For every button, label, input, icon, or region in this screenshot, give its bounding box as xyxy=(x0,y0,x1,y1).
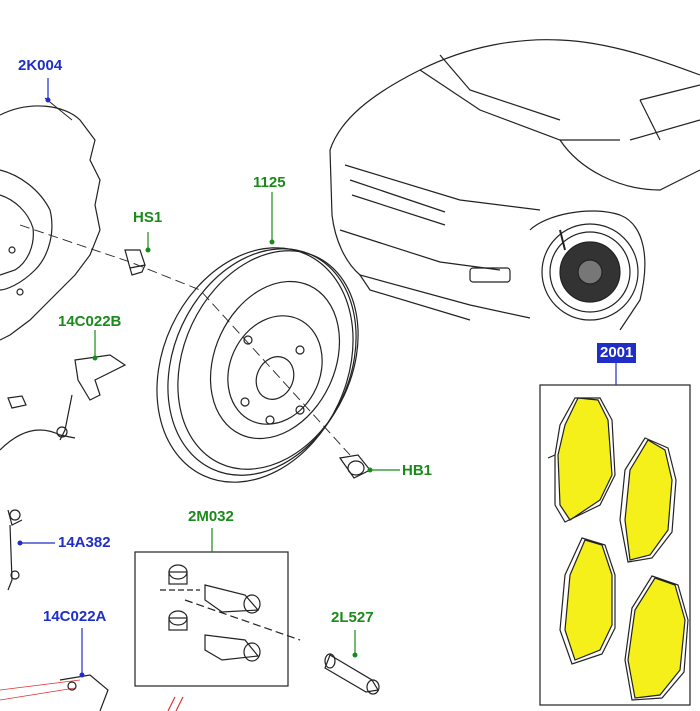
bracket-14c022b-illustration xyxy=(56,354,127,441)
callout-14a382[interactable]: 14A382 xyxy=(58,534,111,551)
wheel-bolt-hb1-illustration xyxy=(338,454,371,479)
sensor-wire-illustration xyxy=(0,429,76,591)
brake-pad-kit-illustration xyxy=(539,384,691,706)
guide-pin-kit-illustration xyxy=(134,551,301,687)
dust-shield-illustration xyxy=(0,97,101,341)
callout-2001[interactable]: 2001 xyxy=(597,343,637,363)
brake-disc-illustration xyxy=(156,247,359,483)
bracket-14c022a-illustration xyxy=(0,674,109,711)
callout-2m032[interactable]: 2M032 xyxy=(188,508,234,525)
callout-2l527[interactable]: 2L527 xyxy=(331,609,374,626)
vehicle-illustration xyxy=(329,39,700,331)
callout-14c022b[interactable]: 14C022B xyxy=(58,313,122,330)
callout-hb1[interactable]: HB1 xyxy=(402,462,433,479)
callout-hs1[interactable]: HS1 xyxy=(133,209,163,226)
callout-14c022a[interactable]: 14C022A xyxy=(43,608,107,625)
callout-1125[interactable]: 1125 xyxy=(253,174,286,191)
bolt-hs1-illustration xyxy=(124,249,146,276)
callout-2k004[interactable]: 2K004 xyxy=(18,57,63,74)
guide-pin-2l527-illustration xyxy=(324,653,380,695)
